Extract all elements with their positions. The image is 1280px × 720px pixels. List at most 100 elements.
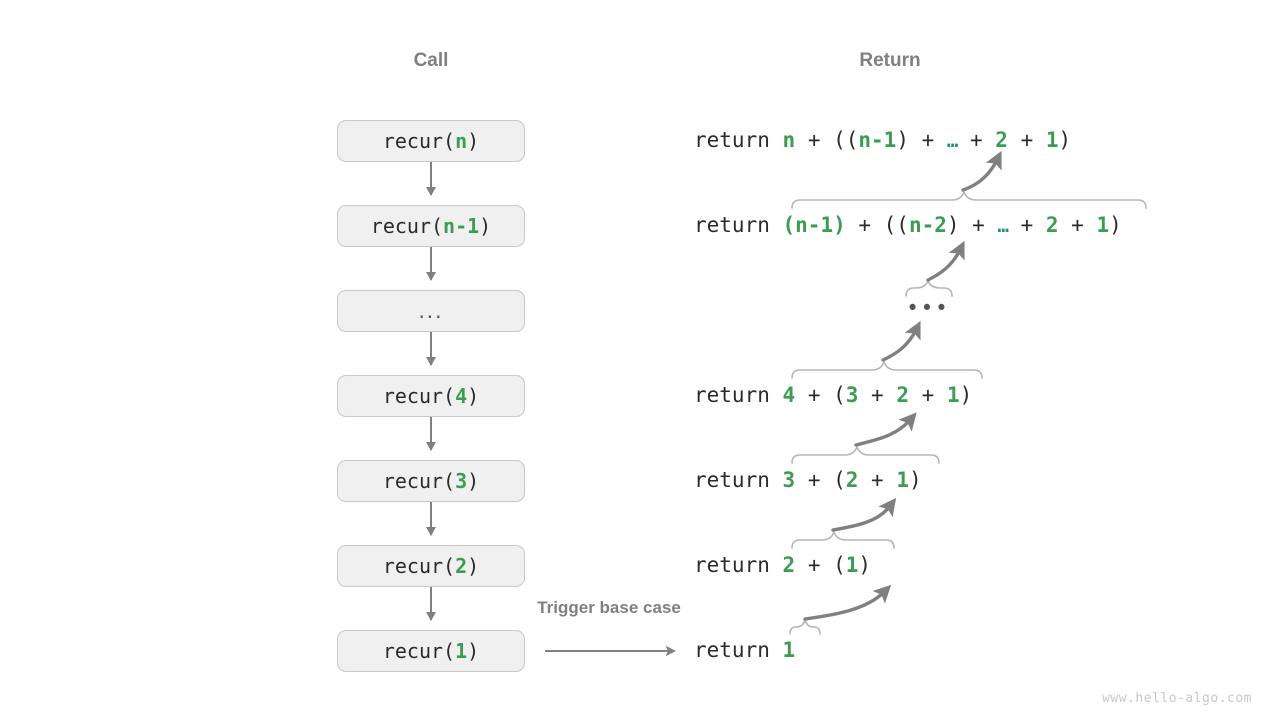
call-arrow-6 <box>430 587 432 620</box>
call-box-arg: 1 <box>455 639 468 663</box>
return-term-2: 2 <box>896 383 909 407</box>
return-head: 3 <box>782 468 796 492</box>
return-tail-ops: + <box>957 128 996 152</box>
call-box-ellipsis-label: ... <box>418 299 444 323</box>
return-arrow-row-n-1 <box>961 150 1002 192</box>
brace-row-ellipsis <box>905 278 953 297</box>
call-box-ellipsis[interactable]: ... <box>337 290 525 332</box>
call-box-arg: n-1 <box>443 214 480 238</box>
return-head: 2 <box>782 553 796 577</box>
return-plus: + <box>1007 128 1046 152</box>
return-mid: + ( <box>795 468 846 492</box>
call-box-arg: 4 <box>455 384 468 408</box>
return-head: (n-1) <box>782 213 846 237</box>
return-arrow-row-3 <box>854 412 917 447</box>
return-head: 4 <box>782 383 796 407</box>
brace-row-4 <box>791 359 983 379</box>
return-term-2: 2 <box>845 468 859 492</box>
return-after-inner: ) + <box>946 213 998 237</box>
return-arrow-row-2 <box>831 497 897 532</box>
column-header-call: Call <box>413 50 449 71</box>
return-term-1: 1 <box>946 383 960 407</box>
return-close-paren: ) <box>1058 128 1072 152</box>
brace-row-2 <box>791 529 895 549</box>
return-keyword: return <box>694 383 783 407</box>
return-keyword: return <box>694 638 783 662</box>
return-term-2: 2 <box>995 128 1008 152</box>
return-ellipsis: … <box>997 215 1008 237</box>
return-line-1: return 1 <box>694 638 795 662</box>
return-arrow-row-1 <box>803 584 892 621</box>
return-line-3: return 3 + (2 + 1) <box>694 468 922 492</box>
call-arrow-4 <box>430 417 432 450</box>
brace-row-n-1 <box>791 189 1147 209</box>
call-box-suffix: ) <box>479 214 492 238</box>
column-header-return: Return <box>859 50 921 71</box>
brace-row-1 <box>789 617 821 635</box>
return-ellipsis: … <box>946 130 958 152</box>
brace-row-3 <box>791 444 940 464</box>
return-arrow-row-ellipsis <box>926 240 965 282</box>
return-arrow-row-4 <box>881 320 921 362</box>
return-term-2: 2 <box>1045 213 1059 237</box>
return-tail-ops: + <box>1007 213 1046 237</box>
call-box-recur-2[interactable]: recur(2) <box>337 545 525 587</box>
return-term-1: 1 <box>845 553 859 577</box>
call-box-arg: n <box>455 129 468 153</box>
call-box-suffix: ) <box>467 384 480 408</box>
return-ellipsis-row: ••• <box>906 296 950 320</box>
return-term-1: 1 <box>1045 128 1059 152</box>
return-close-paren: ) <box>909 468 922 492</box>
call-arrow-5 <box>430 502 432 535</box>
call-arrow-2 <box>430 247 432 280</box>
return-close-paren: ) <box>858 553 872 577</box>
trigger-base-case-label: Trigger base case <box>537 598 681 617</box>
call-box-recur-1[interactable]: recur(1) <box>337 630 525 672</box>
call-arrow-3 <box>430 332 432 365</box>
return-keyword: return <box>694 128 783 152</box>
call-box-prefix: recur( <box>382 554 456 578</box>
return-plus: + <box>858 468 897 492</box>
return-close-paren: ) <box>959 383 973 407</box>
call-box-recur-3[interactable]: recur(3) <box>337 460 525 502</box>
return-line-4: return 4 + (3 + 2 + 1) <box>694 383 972 407</box>
return-mid: + ( <box>795 553 846 577</box>
call-box-prefix: recur( <box>382 469 456 493</box>
return-term-1: 1 <box>896 468 909 492</box>
return-plus: + <box>1058 213 1097 237</box>
return-keyword: return <box>694 468 783 492</box>
call-arrow-1 <box>430 162 432 195</box>
return-line-2: return 2 + (1) <box>694 553 871 577</box>
call-box-recur-n[interactable]: recur(n) <box>337 120 525 162</box>
return-mid: + ( <box>795 383 846 407</box>
return-close-paren: ) <box>1109 213 1122 237</box>
call-box-prefix: recur( <box>382 129 456 153</box>
return-head: 1 <box>782 638 796 662</box>
call-box-suffix: ) <box>467 129 480 153</box>
call-box-recur-n-1[interactable]: recur(n-1) <box>337 205 525 247</box>
call-box-suffix: ) <box>467 639 480 663</box>
return-head: n <box>782 128 796 152</box>
call-box-suffix: ) <box>467 469 480 493</box>
watermark: www.hello-algo.com <box>1102 691 1252 706</box>
return-line-n-1: return (n-1) + ((n-2) + … + 2 + 1) <box>694 213 1122 237</box>
return-inner: n-1 <box>858 128 897 152</box>
return-after-inner: ) + <box>896 128 947 152</box>
call-box-recur-4[interactable]: recur(4) <box>337 375 525 417</box>
call-box-prefix: recur( <box>370 214 444 238</box>
return-plus-2: + <box>909 383 947 407</box>
return-mid: + (( <box>795 128 859 152</box>
return-mid: + (( <box>845 213 909 237</box>
call-box-prefix: recur( <box>382 384 456 408</box>
return-keyword: return <box>694 213 783 237</box>
call-box-arg: 2 <box>455 554 468 578</box>
return-keyword: return <box>694 553 783 577</box>
call-box-prefix: recur( <box>382 639 456 663</box>
return-plus-1: + <box>858 383 897 407</box>
return-term-1: 1 <box>1096 213 1110 237</box>
return-inner: n-2 <box>908 213 947 237</box>
call-box-arg: 3 <box>455 469 468 493</box>
return-line-n: return n + ((n-1) + … + 2 + 1) <box>694 128 1071 152</box>
return-term-3: 3 <box>845 383 859 407</box>
